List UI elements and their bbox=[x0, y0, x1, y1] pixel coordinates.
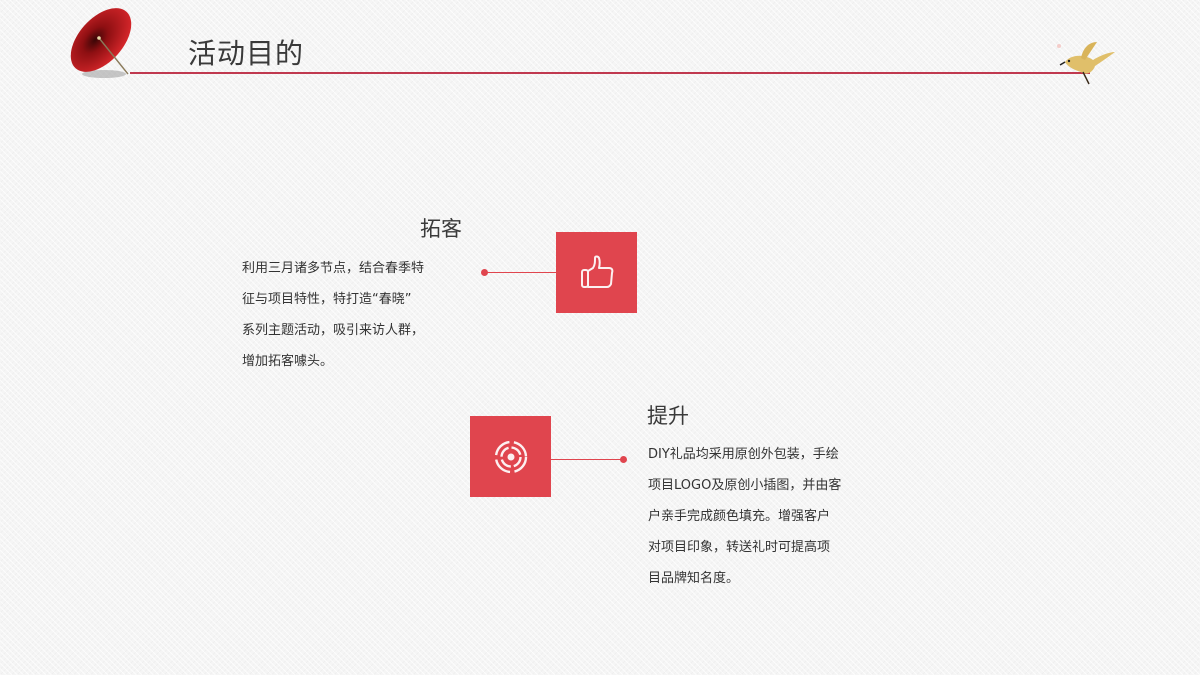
text-line: 户亲手完成颜色填充。增强客户 bbox=[648, 509, 831, 524]
thumbs-up-icon bbox=[580, 255, 613, 288]
umbrella-icon bbox=[70, 8, 132, 78]
text-line: 目品牌知名度。 bbox=[648, 571, 740, 586]
block-description: DIY礼品均采用原创外包装，手绘 项目LOGO及原创小插图，并由客 户亲手完成颜… bbox=[648, 439, 841, 594]
connector-dot bbox=[481, 269, 488, 276]
text-line: 项目LOGO及原创小插图，并由客 bbox=[648, 478, 842, 493]
icon-tile bbox=[556, 232, 637, 313]
header-divider-line bbox=[130, 72, 1090, 74]
page-title: 活动目的 bbox=[188, 37, 305, 70]
target-icon bbox=[494, 440, 527, 473]
connector-dot bbox=[620, 456, 627, 463]
block-title: 拓客 bbox=[420, 217, 462, 241]
connector-line bbox=[485, 272, 556, 273]
text-line: 利用三月诸多节点，结合春季特 bbox=[242, 261, 425, 276]
block-description: 利用三月诸多节点，结合春季特 征与项目特性，特打造“春晓” 系列主题活动，吸引来… bbox=[242, 253, 424, 377]
block-title: 提升 bbox=[647, 404, 689, 428]
bird-icon bbox=[1057, 42, 1115, 85]
text-line: 对项目印象，转送礼时可提高项 bbox=[648, 540, 831, 555]
text-line: 征与项目特性，特打造“春晓” bbox=[242, 292, 412, 307]
text-line: 系列主题活动，吸引来访人群， bbox=[242, 323, 425, 338]
connector-line bbox=[551, 459, 623, 460]
text-line: DIY礼品均采用原创外包装，手绘 bbox=[648, 447, 839, 462]
text-line: 增加拓客噱头。 bbox=[242, 354, 334, 369]
icon-tile bbox=[470, 416, 551, 497]
